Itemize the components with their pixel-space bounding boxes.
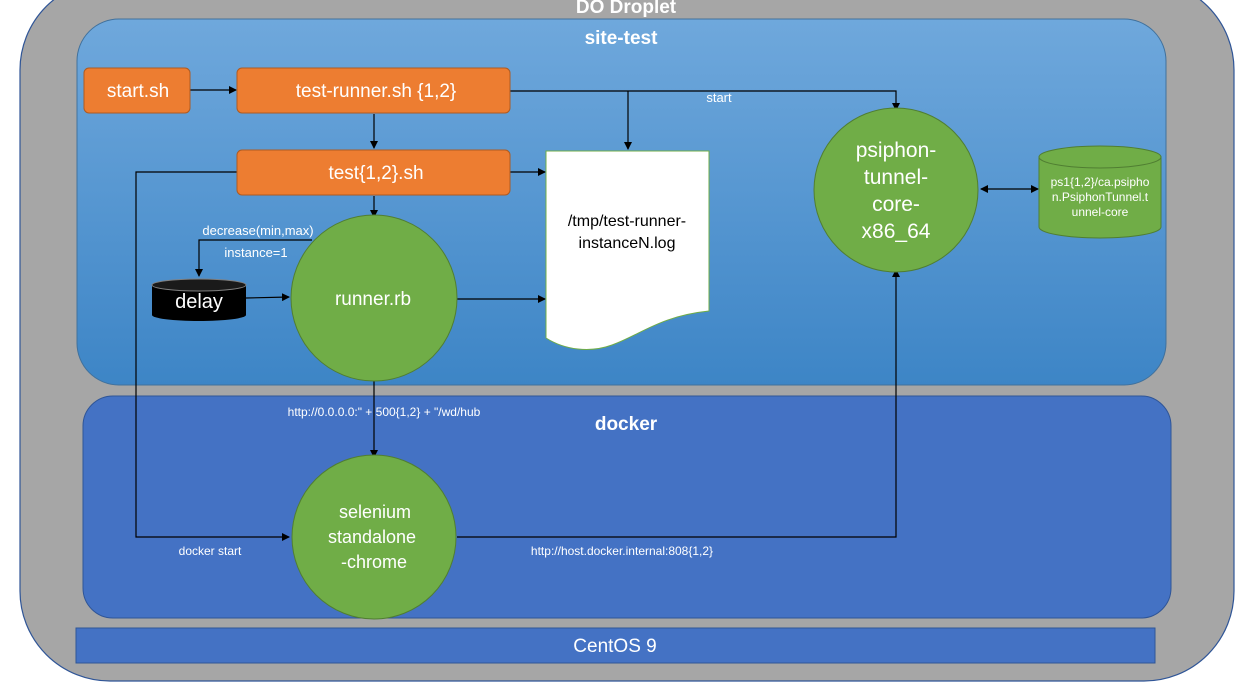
node-test-sh-label: test{1,2}.sh [328,163,423,184]
node-test-runner-label: test-runner.sh {1,2} [296,81,457,102]
edge-delay-to-rb [245,293,290,302]
node-psiphon-line3: core- [872,193,920,216]
edge-test-to-selenium [135,171,290,541]
node-store [1038,145,1162,239]
node-psiphon-line1: psiphon- [856,139,937,162]
node-selenium-line2: standalone [328,527,416,547]
label-hub-url: http://0.0.0.0:" + 500{1,2} + "/wd/hub [288,405,481,419]
label-host-url: http://host.docker.internal:808{1,2} [531,544,713,558]
node-test-runner [236,67,511,114]
node-selenium [291,454,457,620]
node-log-document [545,150,710,350]
node-log-line2: instanceN.log [579,235,676,252]
node-runner-rb [290,214,458,382]
node-delay-label: delay [175,291,223,313]
label-start: start [706,90,732,105]
node-store-line2: n.PsiphonTunnel.t [1052,190,1149,204]
edge-rb-to-delay [195,239,312,277]
edge-selenium-to-psiphon [457,269,900,538]
node-psiphon-line4: x86_64 [862,220,931,243]
node-start-sh-label: start.sh [107,81,169,102]
label-docker-start: docker start [179,544,242,558]
node-psiphon-line2: tunnel- [864,166,928,189]
node-store-line1: ps1{1,2}/ca.psipho [1051,175,1150,189]
node-start-sh [83,67,191,114]
centos-bar [75,627,1156,664]
node-runner-rb-label: runner.rb [335,289,411,310]
node-store-line3: unnel-core [1072,205,1129,219]
label-instance: instance=1 [224,245,287,260]
node-delay [151,278,247,321]
site-test-title: site-test [585,28,659,49]
node-test-sh [236,149,511,196]
docker-title: docker [595,414,658,435]
droplet-title: DO Droplet [576,0,677,18]
node-psiphon [813,107,979,273]
node-log-line1: /tmp/test-runner- [568,213,686,230]
edge-runner-to-psiphon [510,90,900,111]
label-decrease: decrease(min,max) [202,223,313,238]
node-selenium-line3: -chrome [341,552,407,572]
centos-label: CentOS 9 [573,636,656,657]
node-selenium-line1: selenium [339,502,411,522]
